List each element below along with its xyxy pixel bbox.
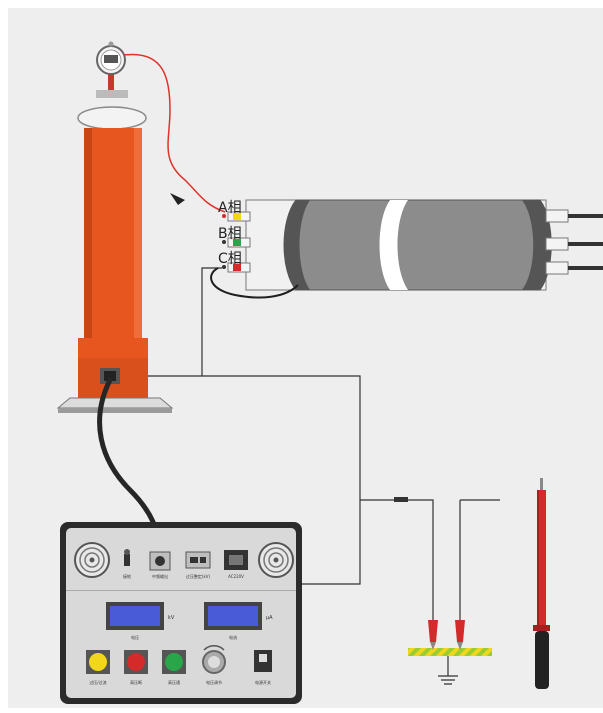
generator-body <box>84 128 142 338</box>
phase-a-label: A相 <box>218 200 242 216</box>
phase-c-label: C相 <box>218 251 242 267</box>
voltage-meter <box>106 602 164 630</box>
ground-connector <box>394 497 408 502</box>
button-label: 电源开关 <box>255 679 271 685</box>
button-label: 高压断 <box>130 679 142 685</box>
button-label: 高压通 <box>168 679 180 685</box>
ground-terminal-icon <box>124 549 130 566</box>
crocodile-clip-icon <box>428 620 438 650</box>
overvoltage-setting-icon <box>185 551 211 569</box>
current-meter <box>204 602 262 630</box>
current-unit: μA <box>266 615 273 621</box>
power-switch[interactable] <box>254 650 272 672</box>
lead-clip <box>170 193 185 205</box>
phase-conductors <box>222 211 251 273</box>
crocodile-clip-icon <box>455 620 465 650</box>
current-caption: 电流 <box>229 634 237 640</box>
jack-label: 中频输出 <box>152 573 168 579</box>
red-measurement-lead <box>123 53 226 213</box>
overload-indicator-button[interactable] <box>86 650 110 674</box>
hv-off-button[interactable] <box>124 650 148 674</box>
jack-label: AC220V <box>228 574 244 579</box>
fan-icon <box>74 542 110 578</box>
fan-icon <box>258 542 294 578</box>
shield-jumper <box>210 267 299 299</box>
corona-ring <box>77 106 147 130</box>
button-label: 过压/过流 <box>89 679 106 685</box>
output-jack-icon <box>149 551 171 571</box>
phase-b-label: B相 <box>218 226 242 242</box>
jack-label: 接地 <box>123 573 131 579</box>
voltage-knob[interactable] <box>202 645 226 674</box>
button-label: 电压调节 <box>206 679 222 685</box>
voltage-unit: kV <box>168 615 175 621</box>
jack-label: 过压整定(kV) <box>186 573 211 579</box>
power-socket-icon <box>224 550 248 570</box>
hv-generator <box>56 90 174 413</box>
voltage-caption: 电压 <box>131 634 139 640</box>
cable-under-test <box>245 199 603 291</box>
microammeter <box>96 41 126 90</box>
hv-on-button[interactable] <box>162 650 186 674</box>
ground-wires <box>148 267 500 620</box>
ground-bar <box>408 648 492 685</box>
discharge-rod <box>533 478 550 689</box>
